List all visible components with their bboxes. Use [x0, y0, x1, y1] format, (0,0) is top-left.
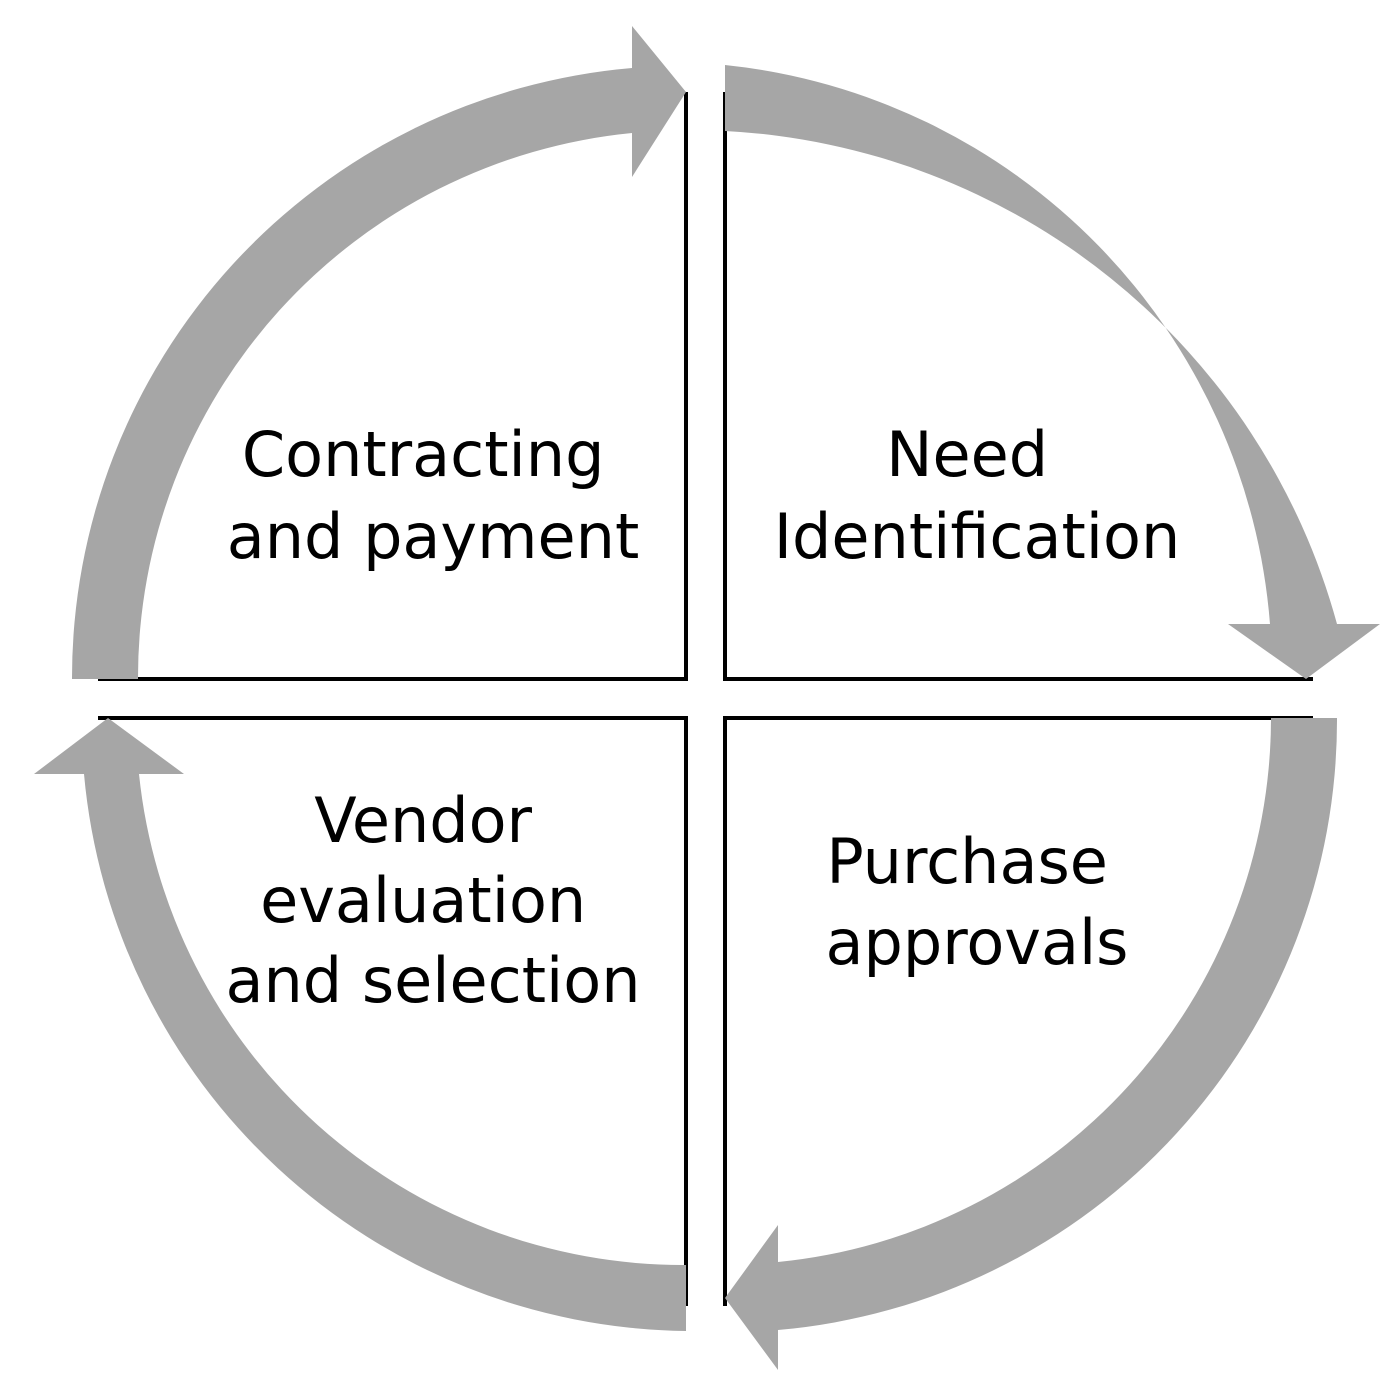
stage-vendor-evaluation: Vendor evaluation and selection: [225, 784, 640, 1017]
arrow-need-to-approvals: [725, 65, 1380, 679]
stage-line: Need: [886, 418, 1048, 491]
stage-labels: Need Identification Purchase approvals V…: [225, 418, 1180, 1017]
arrow-vendor-to-contracting: [34, 718, 686, 1331]
quadrant-bottom-left: [98, 716, 688, 1306]
stage-line: Vendor: [314, 784, 532, 857]
stage-contracting-payment: Contracting and payment: [227, 418, 640, 573]
quadrant-top-left: [98, 92, 688, 681]
arrow-approvals-to-vendor: [725, 718, 1338, 1370]
stage-line: Contracting: [242, 418, 605, 491]
stage-line: and selection: [225, 944, 640, 1017]
stage-line: evaluation: [260, 864, 586, 937]
cycle-arrows: [34, 26, 1380, 1370]
quadrant-bottom-right: [723, 716, 1313, 1306]
stage-purchase-approvals: Purchase approvals: [826, 825, 1129, 979]
quadrant-top-right: [723, 92, 1313, 681]
stage-line: Purchase: [826, 825, 1108, 898]
quadrant-outlines: [98, 92, 1313, 1306]
stage-need-identification: Need Identification: [774, 418, 1181, 573]
arrow-contracting-to-need: [71, 26, 687, 679]
stage-line: and payment: [227, 500, 640, 573]
stage-line: Identification: [774, 500, 1181, 573]
stage-line: approvals: [826, 906, 1129, 979]
